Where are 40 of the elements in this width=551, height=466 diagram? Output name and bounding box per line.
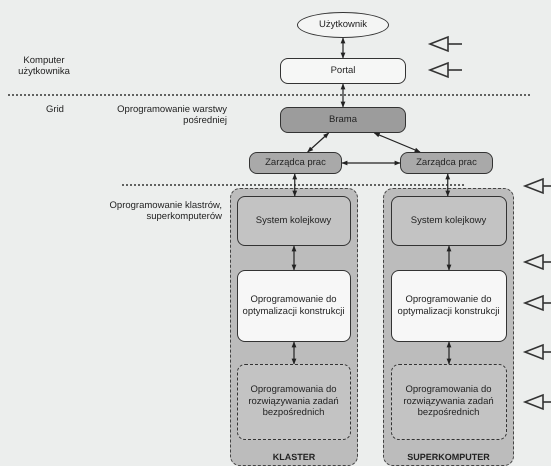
connector-arrow: [374, 132, 421, 153]
process-box: [236, 196, 350, 246]
connector-arrow: [446, 341, 452, 365]
process-box: [280, 107, 406, 133]
node-label: Oprogramowania do rozwiązywania zadań bezpośrednich: [402, 384, 495, 419]
node-label: Zarządca prac: [415, 157, 478, 169]
connector-arrow: [446, 245, 452, 271]
process-box: [280, 58, 406, 84]
container-panel: [383, 188, 514, 466]
section-label: Komputer użytkownika: [17, 55, 71, 78]
node-label: Oprogramowanie do optymalizacji konstrukcji: [396, 294, 500, 317]
node-label: Zarządca prac: [264, 157, 327, 169]
node-label: Oprogramowanie do optymalizacji konstrukcji: [242, 294, 346, 317]
node-label: Oprogramowania do rozwiązywania zadań bezpośrednich: [247, 384, 340, 419]
section-label: Grid: [45, 104, 65, 116]
process-box: [236, 270, 350, 342]
node-label: Portal: [330, 65, 356, 77]
container-panel: [230, 188, 358, 466]
connector-arrow: [340, 37, 346, 59]
section-label: Oprogramowanie warstwy pośredniej: [116, 104, 227, 127]
process-box: [390, 196, 506, 246]
connector-arrow: [292, 173, 298, 197]
connector-arrow: [292, 245, 296, 271]
connector-arrow: [341, 160, 401, 166]
node-label: Brama: [328, 114, 358, 126]
node-label: System kolejkowy: [254, 214, 332, 226]
process-box: [390, 270, 506, 342]
process-box: [390, 364, 506, 440]
connector-arrow: [445, 173, 450, 197]
connector-arrow: [340, 83, 346, 108]
node-label: System kolejkowy: [410, 214, 488, 226]
process-box: [400, 152, 493, 174]
connector-arrow: [307, 132, 330, 152]
process-box: [236, 364, 350, 440]
container-title: SUPERKOMPUTER: [407, 452, 490, 464]
container-title: KLASTER: [272, 452, 316, 464]
section-label: Oprogramowanie klastrów, superkomputerów: [108, 200, 222, 223]
process-box: [249, 152, 342, 174]
node-label: Użytkownik: [318, 19, 368, 31]
connector-arrow: [292, 341, 296, 365]
